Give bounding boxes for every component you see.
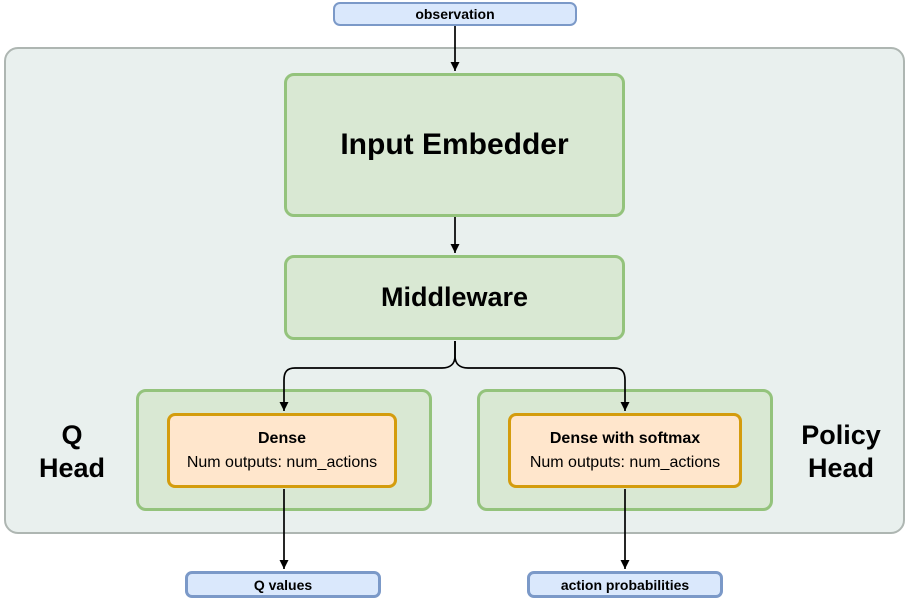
input-embedder-label: Input Embedder [340,128,569,161]
q-head-dense-node: Dense Num outputs: num_actions [167,413,397,488]
action-probabilities-output-node: action probabilities [527,571,723,598]
q-head-label-line2: Head [38,453,106,483]
q-head-dense-subtitle: Num outputs: num_actions [186,453,378,471]
input-embedder-node: Input Embedder [284,73,625,217]
observation-node: observation [333,2,577,26]
policy-head-dense-node: Dense with softmax Num outputs: num_acti… [508,413,742,488]
middleware-label: Middleware [380,282,529,312]
q-values-label: Q values [253,576,313,593]
policy-head-dense-title: Dense with softmax [549,429,701,447]
q-head-label: Q Head [7,419,137,485]
policy-head-label: Policy Head [776,419,906,485]
q-values-output-node: Q values [185,571,381,598]
policy-head-label-line2: Head [807,453,875,483]
policy-head-label-line1: Policy [801,420,881,450]
action-probabilities-label: action probabilities [560,576,690,593]
middleware-node: Middleware [284,255,625,340]
observation-label: observation [415,6,495,22]
policy-head-dense-subtitle: Num outputs: num_actions [529,453,721,471]
q-head-label-line1: Q [61,420,83,450]
q-head-dense-title: Dense [257,429,307,447]
